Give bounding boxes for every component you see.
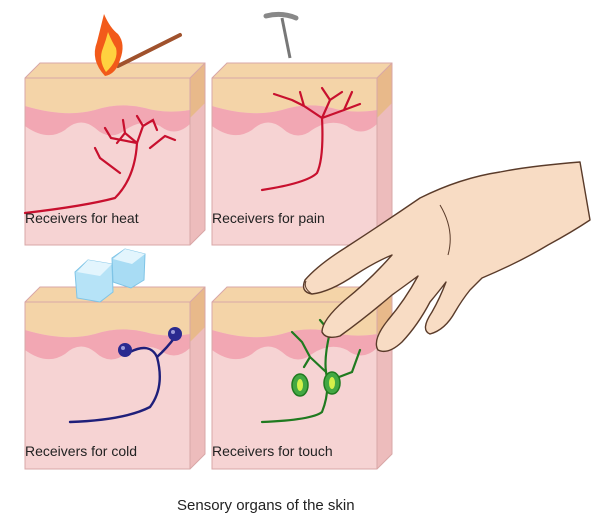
skin-block-touch [211,286,393,470]
skin-block-heat [23,62,206,246]
pain-nerve [260,86,362,192]
diagram-title: Sensory organs of the skin [177,497,355,514]
skin-block-cold [24,286,206,470]
cold-receptor [168,327,182,341]
pin-icon [263,11,299,59]
skin-block-pain [211,62,393,246]
ice-cubes-icon [74,248,146,303]
label-heat: Receivers for heat [25,210,139,226]
heat-nerve [23,114,177,215]
label-pain: Receivers for pain [212,210,325,226]
cold-receptor [118,343,132,357]
hand-icon [302,161,591,353]
label-cold: Receivers for cold [25,443,138,459]
match-flame-icon [94,14,182,76]
label-touch: Receivers for touch [212,443,333,459]
